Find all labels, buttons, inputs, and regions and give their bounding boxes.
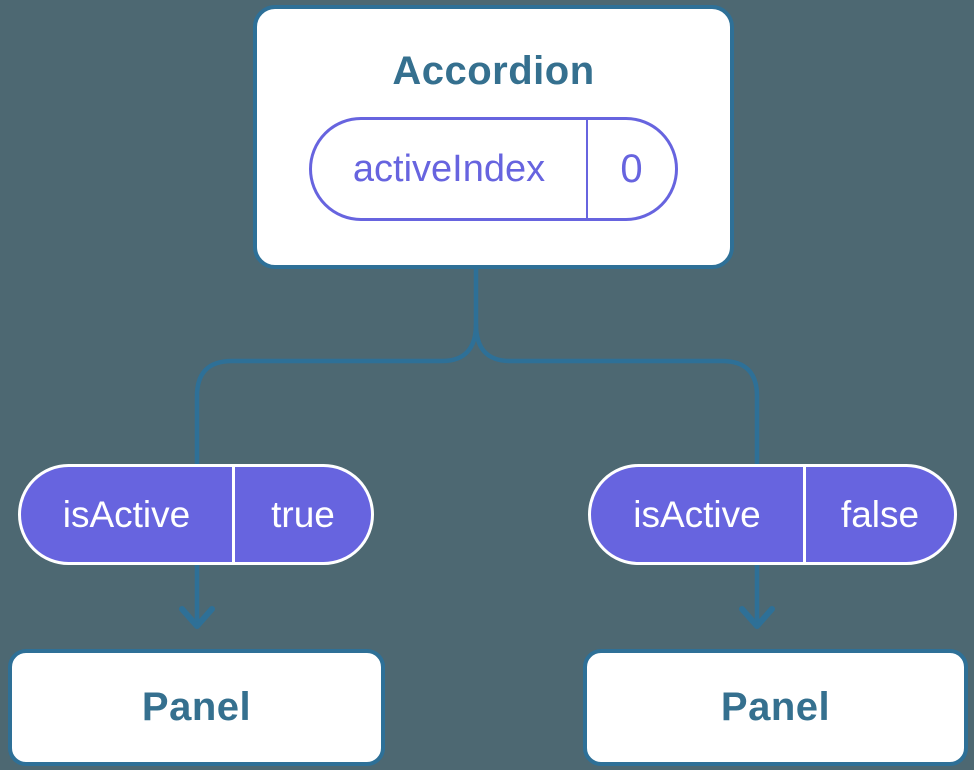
accordion-card: Accordion activeIndex 0 bbox=[253, 5, 734, 269]
prop-pill-left: isActive true bbox=[18, 464, 374, 565]
accordion-title: Accordion bbox=[392, 49, 595, 93]
panel-left-label: Panel bbox=[141, 685, 252, 729]
state-pill: activeIndex 0 bbox=[309, 117, 678, 221]
panel-card-left: Panel bbox=[8, 649, 385, 766]
state-pill-name: activeIndex bbox=[312, 120, 588, 218]
prop-pill-right-name: isActive bbox=[591, 467, 806, 562]
connector-branch-right bbox=[473, 323, 760, 621]
prop-pill-right: isActive false bbox=[588, 464, 957, 565]
panel-card-right: Panel bbox=[583, 649, 968, 766]
arrowhead-down-left-icon bbox=[179, 606, 215, 629]
prop-pill-left-name: isActive bbox=[21, 467, 235, 562]
panel-right-label: Panel bbox=[720, 685, 831, 729]
prop-pill-left-value: true bbox=[271, 493, 335, 535]
state-pill-value: 0 bbox=[620, 146, 643, 191]
prop-pill-right-value: false bbox=[840, 493, 920, 535]
arrowhead-down-right-icon bbox=[739, 606, 775, 629]
connector-branch-left bbox=[194, 268, 479, 621]
